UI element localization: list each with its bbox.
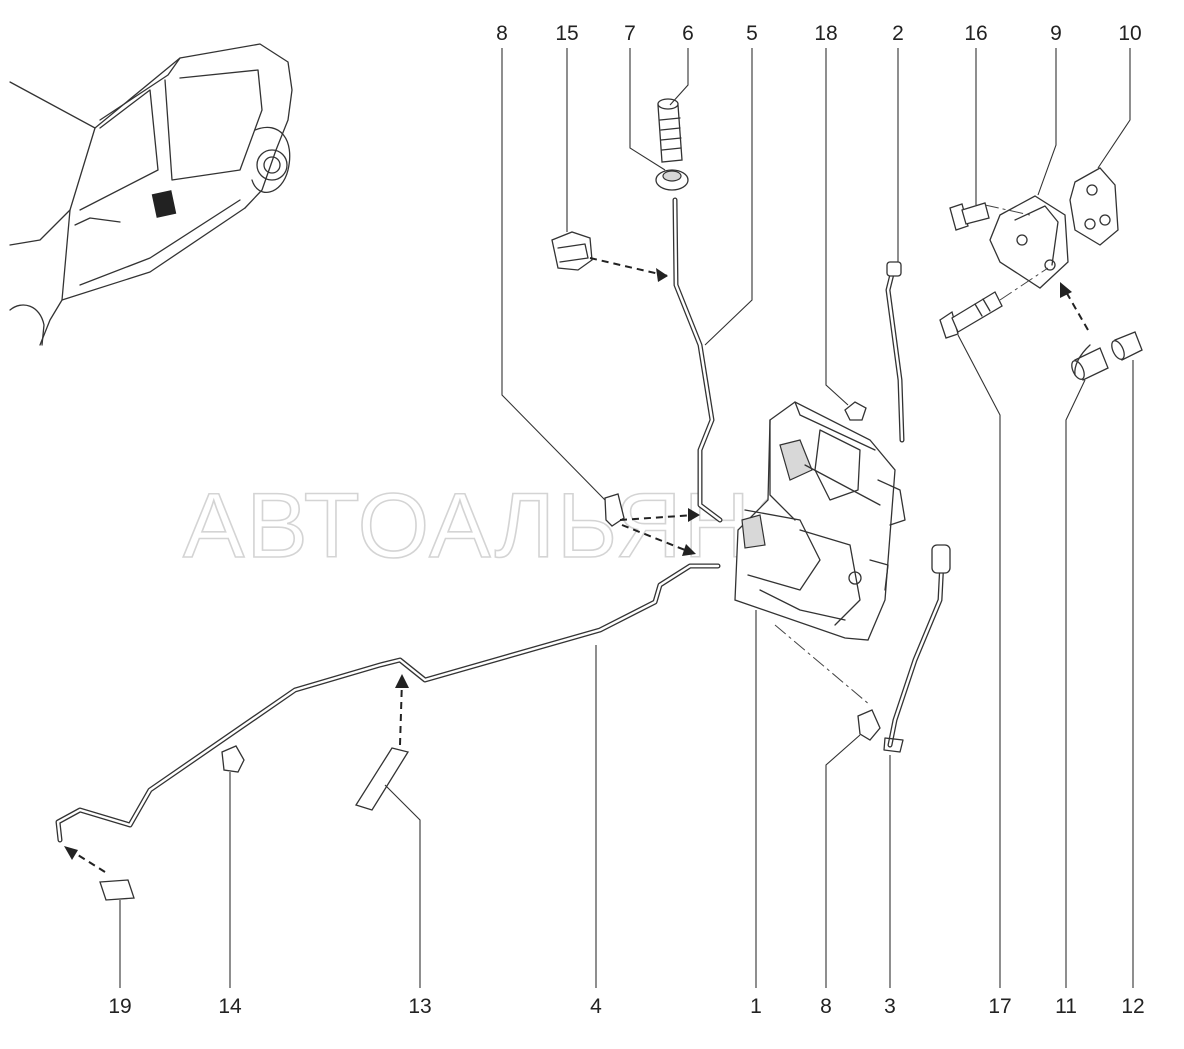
callout-16: 16 xyxy=(964,22,987,45)
callout-8-top: 8 xyxy=(496,22,508,45)
callouts-bottom: 19 14 13 4 1 8 3 17 11 12 xyxy=(108,995,1144,1018)
callout-5: 5 xyxy=(746,22,758,45)
callout-18: 18 xyxy=(814,22,837,45)
part-16-screw xyxy=(949,202,990,231)
part-14-clip xyxy=(221,745,245,773)
rod-4 xyxy=(55,563,721,843)
part-6-knob xyxy=(657,98,683,163)
callout-4: 4 xyxy=(590,995,602,1018)
rod-2 xyxy=(885,261,905,443)
callout-1: 1 xyxy=(750,995,762,1018)
callout-8-bottom: 8 xyxy=(820,995,832,1018)
callout-9: 9 xyxy=(1050,22,1062,45)
leader-lines xyxy=(119,48,1134,988)
callout-3: 3 xyxy=(884,995,896,1018)
part-19-plate xyxy=(99,879,135,901)
part-9-bracket xyxy=(989,195,1069,289)
callout-14: 14 xyxy=(218,995,242,1018)
part-8-clip-lower xyxy=(857,709,881,741)
callout-6: 6 xyxy=(682,22,694,45)
watermark-text: АВТОАЛЬЯНС xyxy=(183,475,821,577)
part-11-bushing xyxy=(1071,347,1109,381)
bushing-group-arc xyxy=(1074,344,1091,376)
callout-7: 7 xyxy=(624,22,636,45)
part-17-bolt xyxy=(939,291,1003,339)
callout-12: 12 xyxy=(1121,995,1144,1018)
part-8-clip-upper xyxy=(604,493,625,527)
callout-19: 19 xyxy=(108,995,131,1018)
door-lock-body xyxy=(734,401,906,641)
part-10-plate xyxy=(1069,167,1119,246)
callout-2: 2 xyxy=(892,22,904,45)
assembly-arrows xyxy=(64,204,1089,873)
part-12-bushing xyxy=(1111,331,1143,361)
callouts-top: 8 15 7 6 5 18 2 16 9 10 xyxy=(496,22,1142,45)
rod-5 xyxy=(672,197,723,523)
callout-15: 15 xyxy=(555,22,578,45)
part-7-grommet xyxy=(655,169,689,191)
callout-13: 13 xyxy=(408,995,431,1018)
callout-11: 11 xyxy=(1055,995,1077,1018)
part-18-bolt xyxy=(844,401,867,421)
car-inset-illustration xyxy=(9,43,293,346)
part-13-pad xyxy=(354,747,410,811)
callout-17: 17 xyxy=(988,995,1011,1018)
part-15-clip xyxy=(551,231,593,271)
rod-3 xyxy=(883,544,951,753)
callout-10: 10 xyxy=(1118,22,1141,45)
